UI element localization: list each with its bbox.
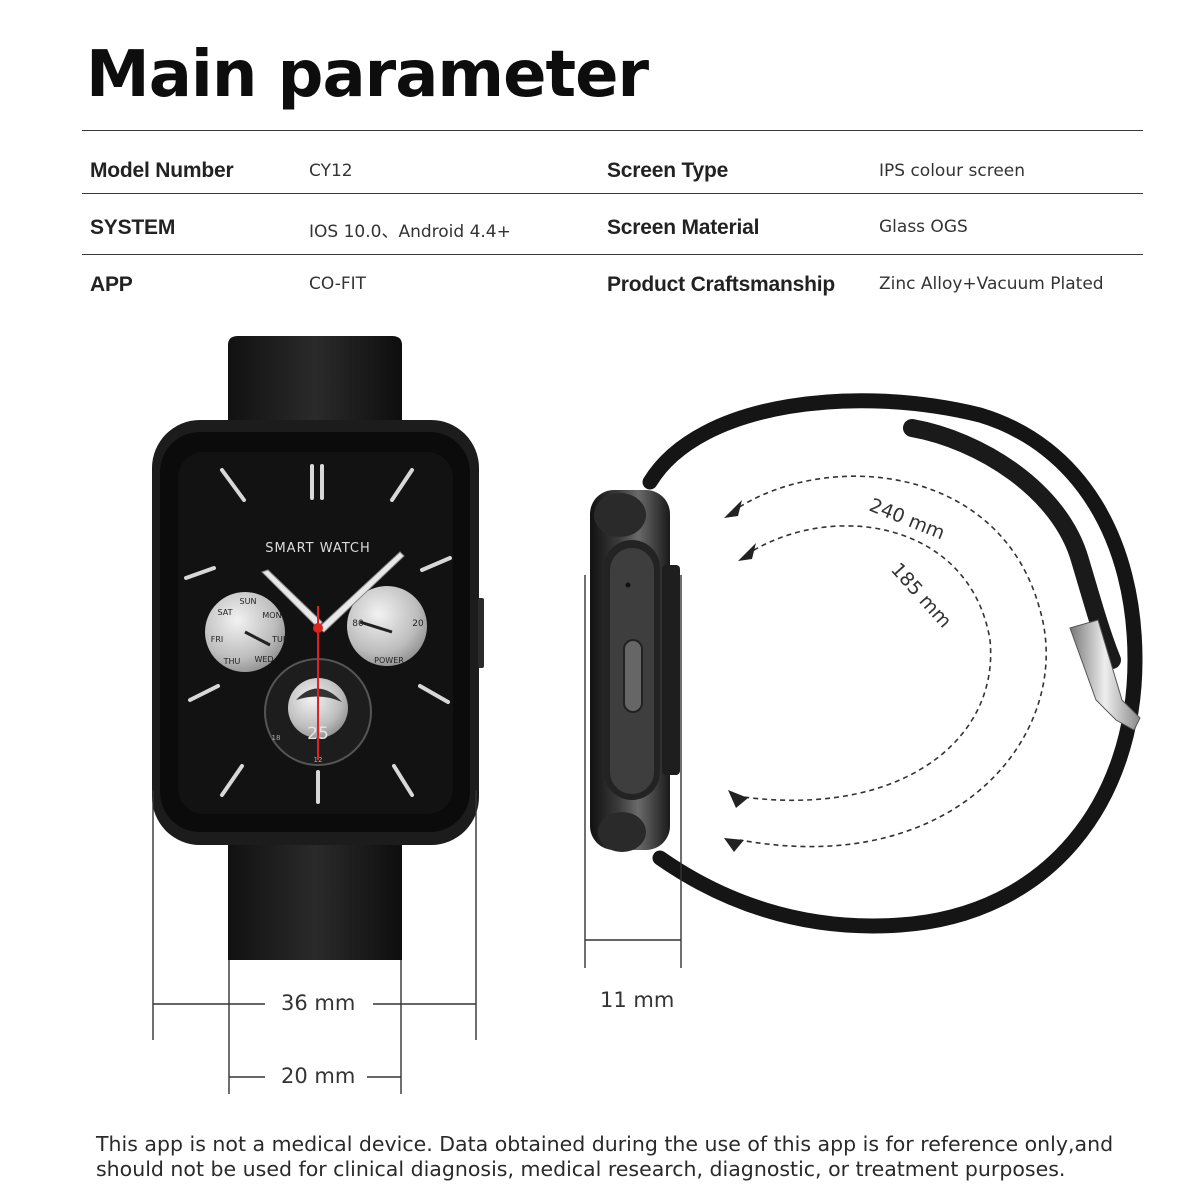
svg-text:20: 20	[412, 619, 424, 629]
watch-front-view: SMART WATCH SAT SUN MON TUE WED THU FRI …	[152, 336, 484, 960]
watch-side-view	[590, 393, 1143, 934]
arc-arrowheads	[724, 500, 756, 852]
param-label-screen-material: Screen Material	[607, 216, 760, 239]
param-value-product-craftsmanship: Zinc Alloy+Vacuum Plated	[879, 274, 1104, 294]
param-value-app: CO-FIT	[309, 274, 367, 294]
page-title: Main parameter	[86, 38, 649, 112]
crown-button	[623, 639, 643, 713]
side-button	[478, 598, 484, 668]
param-label-product-craftsmanship: Product Craftsmanship	[607, 273, 835, 296]
param-label-model-number: Model Number	[90, 159, 234, 182]
strap-short-label: 185 mm	[886, 559, 955, 633]
svg-text:FRI: FRI	[211, 635, 224, 644]
watch-screen	[178, 452, 453, 814]
bottom-strap	[228, 815, 402, 960]
strap-length-arcs	[731, 475, 1047, 848]
svg-text:80: 80	[352, 619, 364, 629]
top-strap	[228, 336, 402, 430]
brand-text: SMART WATCH	[265, 541, 371, 556]
param-value-screen-type: IPS colour screen	[879, 161, 1026, 181]
thickness-label: 11 mm	[596, 988, 679, 1012]
svg-text:18: 18	[272, 734, 281, 742]
param-label-app: APP	[90, 273, 133, 296]
param-value-model-number: CY12	[309, 161, 353, 181]
strap-loop	[642, 393, 1143, 934]
side-dimension-lines	[584, 575, 682, 968]
param-value-screen-material: Glass OGS	[879, 217, 968, 237]
param-label-system: SYSTEM	[90, 216, 176, 239]
front-dimension-lines	[152, 790, 477, 1094]
svg-text:SAT: SAT	[218, 608, 233, 617]
table-row-divider	[82, 193, 1143, 194]
table-row-divider	[82, 254, 1143, 255]
medical-disclaimer: This app is not a medical device. Data o…	[96, 1132, 1114, 1181]
svg-text:MON: MON	[262, 611, 281, 620]
param-value-system: IOS 10.0、Android 4.4+	[309, 222, 511, 242]
right-subdial	[347, 586, 427, 666]
param-label-screen-type: Screen Type	[607, 159, 729, 182]
strap-width-label: 20 mm	[277, 1064, 360, 1088]
strap-long-label: 240 mm	[866, 494, 948, 544]
case-width-label: 36 mm	[277, 991, 360, 1015]
strap-buckle	[1069, 619, 1141, 731]
svg-text:SUN: SUN	[240, 597, 257, 606]
svg-text:WED: WED	[254, 655, 273, 664]
svg-text:POWER: POWER	[374, 656, 404, 665]
svg-text:THU: THU	[223, 657, 241, 666]
svg-text:TUE: TUE	[271, 635, 288, 644]
table-top-rule	[82, 130, 1143, 131]
